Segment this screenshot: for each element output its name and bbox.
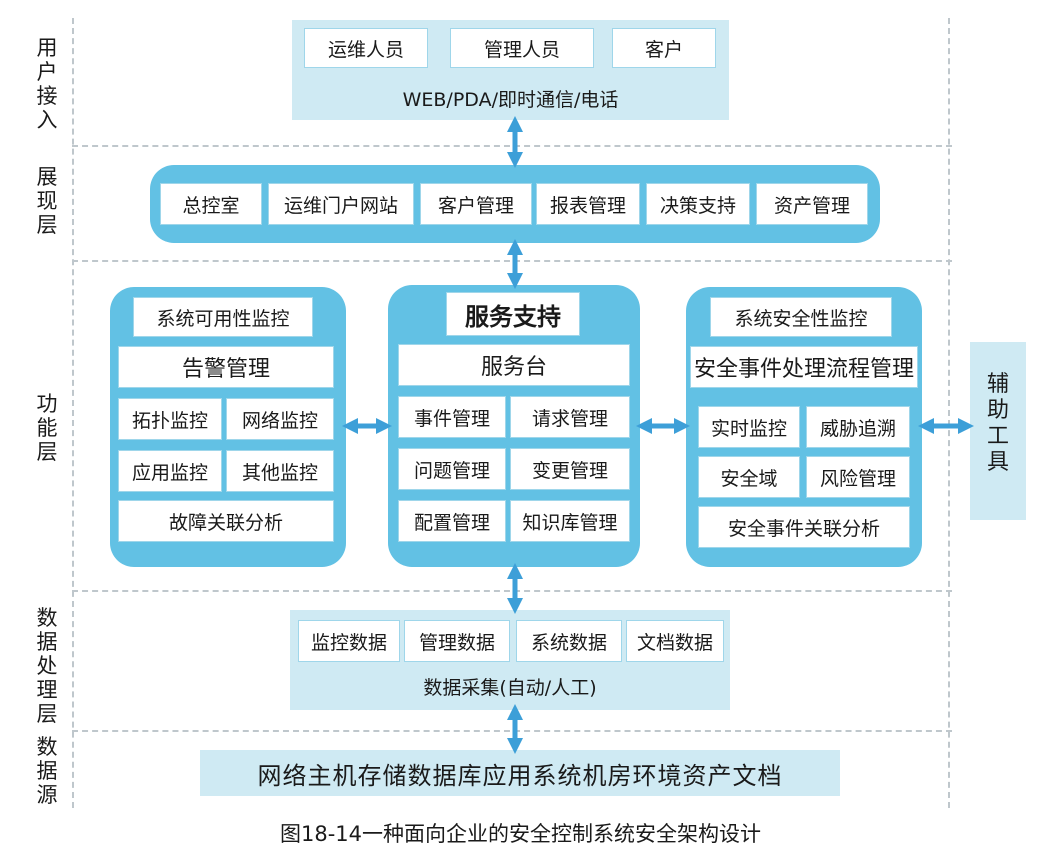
request-mgmt: 请求管理 [510, 396, 630, 438]
application-monitor: 应用监控 [118, 450, 222, 492]
pres-item-report-mgmt: 报表管理 [536, 183, 640, 225]
layer-label-presentation: 展现层 [36, 165, 58, 237]
aux-tool-panel [970, 342, 1026, 520]
access-channels: WEB/PDA/即时通信/电话 [402, 88, 619, 111]
monitor-data: 监控数据 [298, 620, 400, 662]
service-desk: 服务台 [398, 344, 630, 386]
network-monitor: 网络监控 [226, 398, 334, 440]
pres-item-decision-support: 决策支持 [646, 183, 750, 225]
configuration-mgmt: 配置管理 [398, 500, 506, 542]
document-data: 文档数据 [626, 620, 724, 662]
system-data: 系统数据 [516, 620, 622, 662]
layer-label-data-source: 数据源 [36, 735, 58, 807]
topology-monitor: 拓扑监控 [118, 398, 222, 440]
data-collection: 数据采集(自动/人工) [423, 676, 597, 699]
data-source-panel [200, 750, 840, 796]
role-managers: 管理人员 [450, 28, 594, 68]
problem-mgmt: 问题管理 [398, 448, 506, 490]
knowledge-base-mgmt: 知识库管理 [510, 500, 630, 542]
threat-tracing: 威胁追溯 [806, 406, 910, 448]
change-mgmt: 变更管理 [510, 448, 630, 490]
other-monitor: 其他监控 [226, 450, 334, 492]
security-domain: 安全域 [698, 456, 800, 498]
data-source-label: 网络主机存储数据库应用系统机房环境资产文档 [257, 761, 783, 790]
risk-mgmt: 风险管理 [806, 456, 910, 498]
layer-label-user-access: 用户接入 [36, 36, 58, 132]
pres-item-customer-mgmt: 客户管理 [420, 183, 532, 225]
layer-label-function: 功能层 [36, 392, 58, 464]
layer-label-data-processing: 数据处理层 [36, 606, 58, 726]
left-divider [72, 18, 74, 808]
fault-correlation: 故障关联分析 [118, 500, 334, 542]
pres-item-asset-mgmt: 资产管理 [756, 183, 868, 225]
aux-tool-label: 辅助工具 [986, 372, 1009, 475]
availability-title: 系统可用性监控 [133, 297, 313, 337]
security-event-correlation: 安全事件关联分析 [698, 506, 910, 548]
role-ops-staff: 运维人员 [304, 28, 428, 68]
security-event-flow-mgmt: 安全事件处理流程管理 [690, 346, 918, 388]
alarm-mgmt: 告警管理 [118, 346, 334, 388]
pres-item-ops-portal: 运维门户网站 [268, 183, 414, 225]
realtime-monitor: 实时监控 [698, 406, 800, 448]
role-customer: 客户 [612, 28, 716, 68]
security-title: 系统安全性监控 [710, 297, 892, 337]
figure-caption: 图18-14一种面向企业的安全控制系统安全架构设计 [279, 822, 762, 846]
right-divider [948, 18, 950, 808]
incident-mgmt: 事件管理 [398, 396, 506, 438]
service-title: 服务支持 [446, 292, 580, 336]
management-data: 管理数据 [404, 620, 510, 662]
pres-item-control-room: 总控室 [160, 183, 262, 225]
